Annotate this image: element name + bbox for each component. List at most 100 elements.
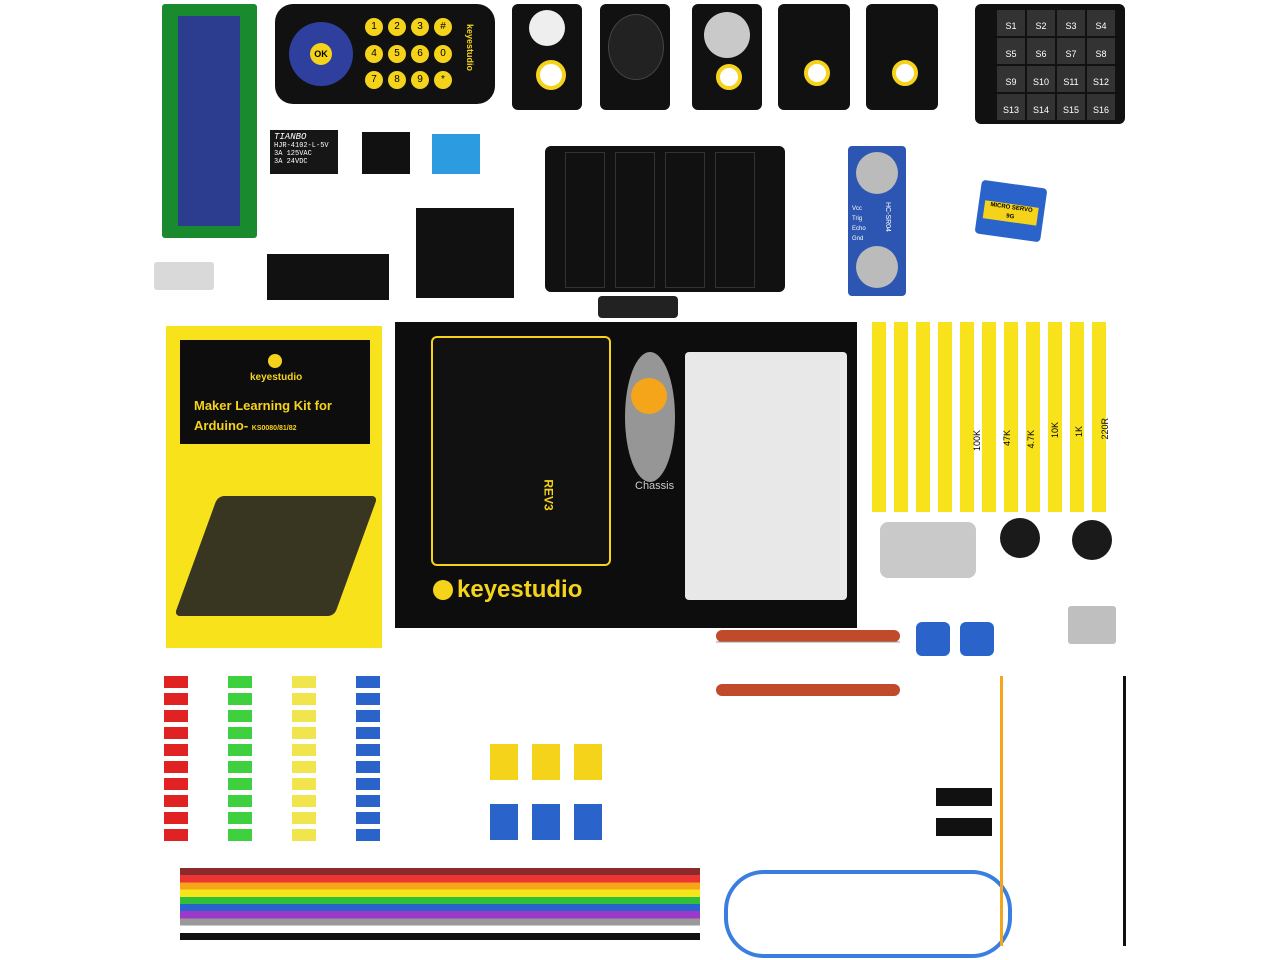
instruction-booklet: keyestudio Maker Learning Kit for Arduin…	[166, 326, 382, 648]
servo-model: 9G	[1005, 213, 1015, 221]
led-column-red	[164, 676, 188, 846]
board-rev-label: REV3	[541, 479, 556, 511]
breadboard	[685, 352, 847, 600]
board-panel: REV3 Chassis keyestudio	[395, 322, 857, 628]
keypad-key: S16	[1087, 94, 1115, 120]
dht11-sensor	[432, 134, 480, 174]
resistor-strips: 100K 47K 4.7K 10K 1K 220R	[868, 322, 1118, 512]
battery-slot	[615, 152, 655, 288]
push-button-cap	[916, 622, 950, 656]
booklet-title-line2: Arduino-	[194, 418, 249, 433]
joystick-module	[600, 4, 670, 110]
sensor-pad	[704, 12, 750, 58]
remote-key: 4	[365, 44, 383, 63]
capacitor-strip-svg	[716, 684, 900, 696]
relay-rating: 3A 125VAC	[274, 150, 312, 158]
keypad-key: S2	[1027, 10, 1055, 36]
buzzer	[1072, 520, 1112, 560]
relay-model: HJR-4102-L-5V	[274, 142, 329, 150]
keypad-key: S14	[1027, 94, 1055, 120]
bug-logo-icon	[268, 354, 282, 368]
remote-key: 7	[365, 71, 383, 90]
battery-slot	[665, 152, 705, 288]
usb-cable	[724, 870, 1012, 958]
remote-ok-button: OK	[310, 43, 332, 65]
keypad-key: S3	[1057, 10, 1085, 36]
keypad-key: S7	[1057, 38, 1085, 64]
remote-key: #	[434, 18, 452, 36]
fan-hub	[631, 378, 667, 414]
buzzer	[1000, 518, 1040, 558]
relay-brand: TIANBO	[274, 132, 307, 142]
keypad-key: S8	[1087, 38, 1115, 64]
battery-holder	[545, 146, 785, 292]
breadboard-illustration	[174, 496, 378, 616]
remote-key: 3	[411, 18, 429, 36]
arduino-board: REV3	[431, 336, 611, 566]
chassis-label: Chassis	[635, 480, 675, 492]
remote-key: 2	[388, 18, 406, 36]
ultrasonic-model: HC-SR04	[884, 202, 891, 232]
pir-dome	[529, 10, 565, 46]
dc-jack	[598, 296, 678, 318]
dot-matrix	[416, 208, 514, 298]
keypad-key: S5	[997, 38, 1025, 64]
keypad-key: S6	[1027, 38, 1055, 64]
bug-logo-icon	[433, 580, 453, 600]
ir-remote: OK 1 2 3 # 4 5 6 0 7 8 9 * keyestudio	[275, 4, 495, 104]
booklet-title: Arduino- KS0080/81/82	[194, 418, 297, 433]
ultrasonic-sensor: HC-SR04 Vcc Trig Echo Gnd	[848, 146, 906, 296]
remote-keypad: 1 2 3 # 4 5 6 0 7 8 9 *	[365, 18, 455, 94]
capacitor-strip-svg	[716, 630, 900, 643]
keypad-key: S4	[1087, 10, 1115, 36]
lcd-module	[162, 4, 257, 238]
ceramic-capacitor-strip	[716, 630, 900, 670]
ic-chip	[936, 788, 992, 806]
potentiometer	[154, 262, 214, 290]
ultrasonic-pin: Gnd	[852, 236, 864, 242]
jumper-wire-bundle	[1000, 676, 1126, 946]
battery-slot	[715, 152, 755, 288]
mount-hole	[892, 60, 918, 86]
micro-servo: MICRO SERVO 9G	[974, 179, 1048, 243]
panel-brand: keyestudio	[457, 576, 583, 603]
blue-button-row	[490, 804, 614, 840]
ultrasonic-pin: Echo	[852, 226, 866, 232]
remote-key: 5	[388, 44, 406, 63]
resistor-label: 10K	[1050, 422, 1060, 439]
joystick-cap	[608, 14, 664, 80]
transducer	[856, 246, 898, 288]
remote-key: 8	[388, 71, 406, 90]
keypad-module: S1 S2 S3 S4 S5 S6 S7 S8 S9 S10 S11 S12 S…	[975, 4, 1125, 124]
remote-key: 1	[365, 18, 383, 36]
mount-hole	[716, 64, 742, 90]
booklet-title: Maker Learning Kit for	[194, 398, 332, 413]
seven-segment-digit	[362, 132, 410, 174]
push-button-cap	[960, 622, 994, 656]
remote-key: 9	[411, 71, 429, 90]
resistor-label: 220R	[1100, 418, 1110, 440]
servo-label: MICRO SERVO 9G	[982, 200, 1039, 226]
yellow-button-row	[490, 744, 614, 780]
dc-motor	[880, 522, 976, 578]
remote-key: 0	[434, 44, 452, 63]
relay: TIANBO HJR-4102-L-5V 3A 125VAC 3A 24VDC	[270, 130, 338, 174]
dupont-ribbon-cable	[180, 868, 700, 940]
booklet-model: KS0080/81/82	[251, 425, 297, 432]
four-digit-display	[267, 254, 389, 300]
ic-chip	[936, 818, 992, 836]
ultrasonic-pin: Trig	[852, 216, 863, 222]
ir-receiver-module	[778, 4, 850, 110]
relay-rating: 3A 24VDC	[274, 158, 308, 166]
chassis-shape	[625, 352, 675, 482]
keypad-key: S11	[1057, 66, 1085, 92]
ultrasonic-pin: Vcc	[852, 206, 863, 212]
keypad-key: S13	[997, 94, 1025, 120]
keypad-key: S12	[1087, 66, 1115, 92]
led-column-blue	[356, 676, 380, 846]
servo-label-text: MICRO SERVO	[989, 202, 1033, 214]
resistor-label: 4.7K	[1026, 430, 1036, 449]
resistor-label: 1K	[1074, 426, 1084, 438]
voltage-regulator	[1068, 606, 1116, 644]
ceramic-capacitor-strip	[716, 684, 900, 724]
